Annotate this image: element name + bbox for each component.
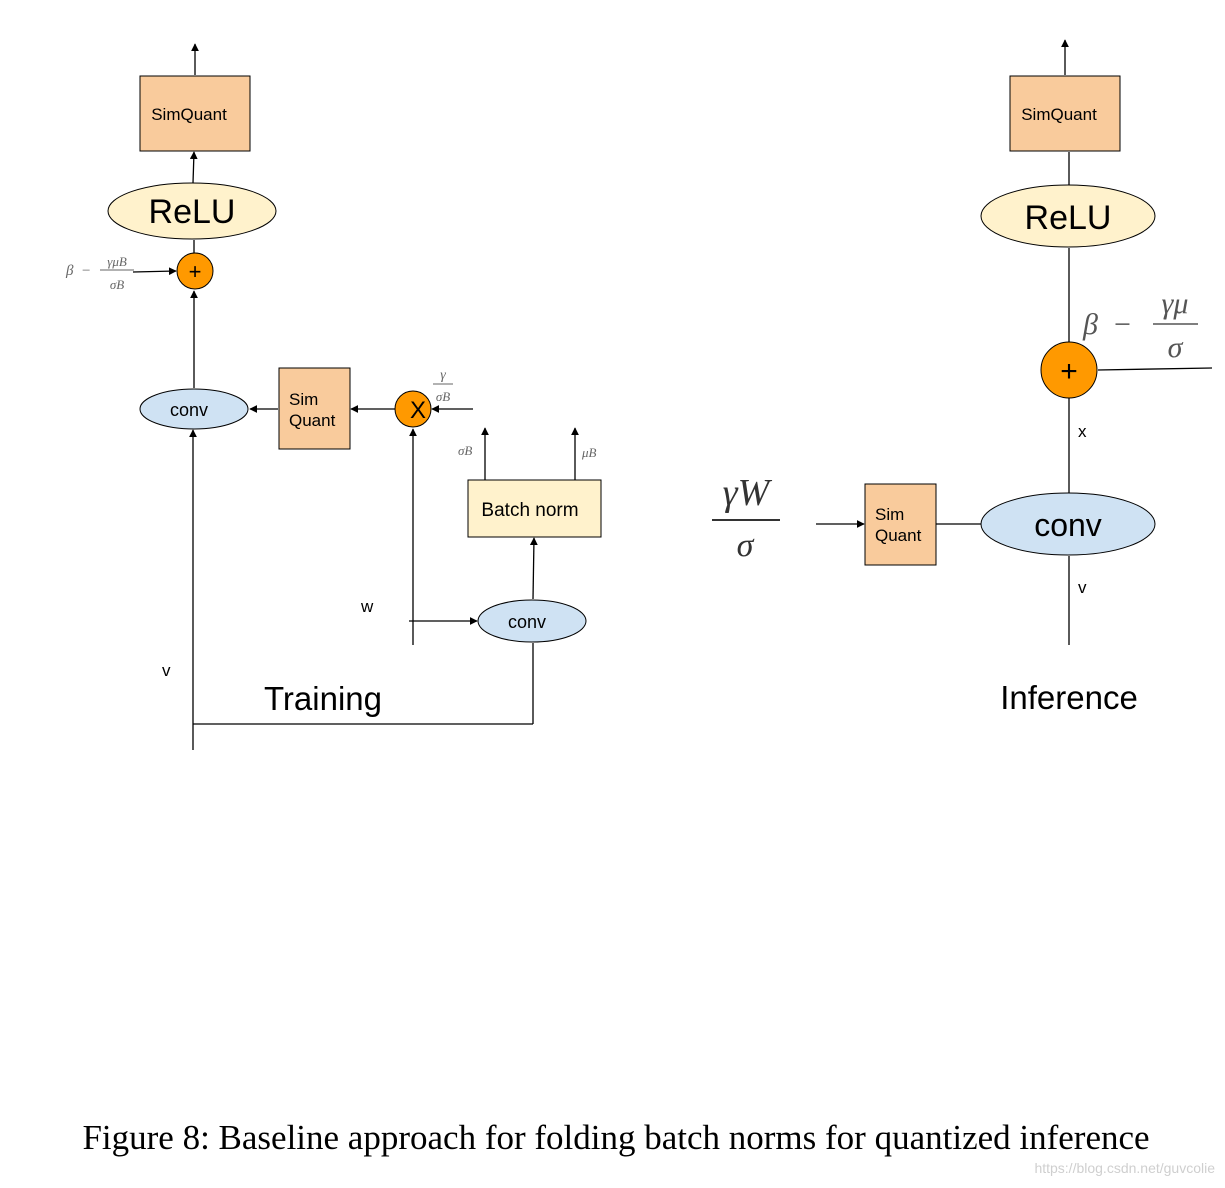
add-circle	[176, 252, 214, 290]
simquant-mid-line2: Quant	[289, 411, 336, 430]
inf-simquant-mid-line1: Sim	[875, 505, 904, 524]
inf-simquant-label: SimQuant	[1021, 105, 1097, 124]
edge-inf-bias-to-add	[1097, 367, 1213, 371]
conv-bn-ellipse	[477, 599, 587, 643]
edge-relu-to-simquant	[189, 151, 198, 184]
inference-title: Inference	[1000, 679, 1138, 716]
inf-add-symbol: +	[1060, 355, 1078, 388]
inference-connectors	[816, 39, 1213, 645]
inf-simquant-mid-line2: Quant	[875, 526, 922, 545]
training-simquant-mid: Sim Quant	[278, 367, 351, 450]
x-label: x	[1078, 422, 1087, 441]
inference-simquant: Sim Quant	[864, 483, 937, 566]
training-connectors	[132, 43, 579, 750]
bias-denominator: σB	[110, 277, 124, 292]
figure-caption: Figure 8: Baseline approach for folding …	[82, 1118, 1150, 1157]
simquant-label: SimQuant	[151, 105, 227, 124]
inf-bias-beta: β	[1082, 308, 1098, 341]
training-title: Training	[264, 680, 382, 717]
conv-label: conv	[170, 400, 208, 420]
inference-simquant-top: SimQuant	[1009, 75, 1121, 152]
mul-symbol: X	[410, 397, 426, 424]
inference-bias-formula: β − γμ σ	[1082, 287, 1198, 364]
training-simquant-top: SimQuant	[139, 75, 251, 152]
training-add-op: +	[176, 252, 214, 290]
inf-conv-ellipse	[980, 492, 1156, 556]
training-conv-main: conv	[139, 388, 249, 430]
edge-bias-to-add	[132, 267, 177, 276]
conv-ellipse	[139, 388, 249, 430]
inf-simquant-box	[1009, 75, 1121, 152]
batch-norm-box	[467, 479, 602, 538]
simquant-mid-box	[278, 367, 351, 450]
weight-denominator: σ	[737, 527, 755, 564]
scale-numerator: γ	[440, 368, 446, 383]
training-bias-formula: β − γμB σB	[65, 254, 134, 292]
mul-circle	[394, 390, 432, 428]
watermark: https://blog.csdn.net/guvcolie	[1034, 1160, 1215, 1176]
training-diagram: SimQuant ReLU β − γμB σB + conv Sim	[65, 43, 602, 750]
w-label: w	[360, 597, 374, 616]
inference-conv: conv	[980, 492, 1156, 556]
inf-relu-ellipse	[980, 184, 1156, 248]
inf-bias-denominator: σ	[1168, 331, 1184, 364]
bias-minus: −	[82, 263, 90, 279]
inf-bias-numerator: γμ	[1162, 287, 1189, 320]
sigma-b-label: σB	[458, 443, 472, 458]
bias-numerator: γμB	[107, 254, 127, 269]
training-relu: ReLU	[107, 182, 277, 240]
inference-relu: ReLU	[980, 184, 1156, 248]
relu-ellipse	[107, 182, 277, 240]
inference-add-op: +	[1040, 341, 1098, 399]
add-symbol: +	[189, 259, 202, 284]
inf-conv-label: conv	[1034, 507, 1102, 543]
inf-v-label: v	[1078, 578, 1087, 597]
scale-denominator: σB	[436, 389, 450, 404]
mu-b-label: μB	[581, 445, 597, 460]
inf-simquant-mid-box	[864, 483, 937, 566]
inf-relu-label: ReLU	[1025, 199, 1112, 237]
training-conv-bn: conv	[477, 599, 587, 643]
bias-beta: β	[65, 263, 74, 279]
inf-add-circle	[1040, 341, 1098, 399]
relu-label: ReLU	[149, 193, 236, 231]
inf-bias-minus: −	[1114, 308, 1131, 341]
edge-conv-to-batchnorm	[529, 537, 538, 600]
conv-bn-label: conv	[508, 612, 546, 632]
inference-diagram: SimQuant ReLU β − γμ σ + x conv Sim Quan…	[712, 39, 1213, 716]
v-label: v	[162, 661, 171, 680]
batch-norm-label: Batch norm	[481, 500, 578, 521]
weight-numerator: γW	[723, 472, 773, 514]
training-scale-formula: γ σB	[433, 368, 453, 404]
simquant-mid-line1: Sim	[289, 390, 318, 409]
simquant-box	[139, 75, 251, 152]
training-batch-norm: Batch norm	[467, 479, 602, 538]
training-mul-op: X	[394, 390, 432, 428]
inference-weight-formula: γW σ	[712, 472, 780, 564]
